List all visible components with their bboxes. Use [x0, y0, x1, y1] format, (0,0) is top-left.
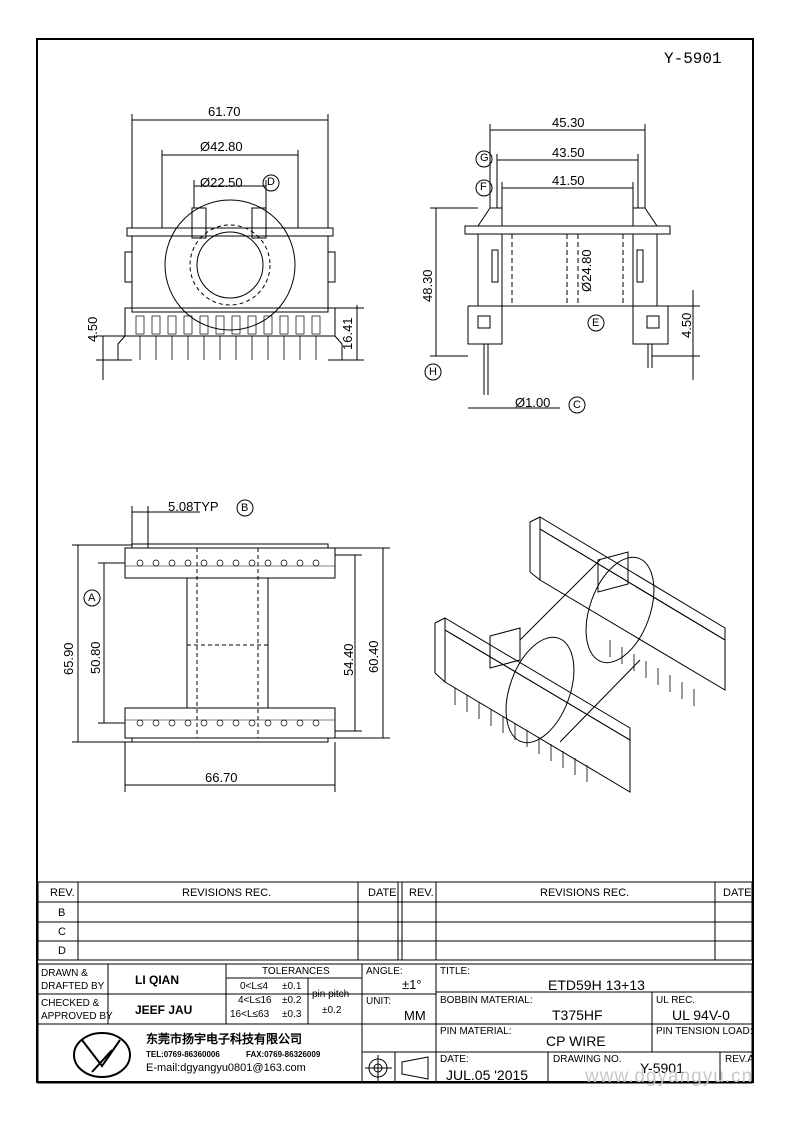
dim-side-core-dia: Ø24.80 [579, 249, 594, 292]
date-header-right: DATE [723, 887, 752, 899]
tol-row2: 4<L≤16 [238, 995, 272, 1006]
checked-value: JEEF JAU [135, 1003, 193, 1017]
unit-label: UNIT: [366, 996, 391, 1007]
rev-header-right: REV. [409, 887, 434, 899]
dim-bottom-right-total: 60.40 [366, 640, 381, 673]
checked-label: CHECKED & APPROVED BY [41, 998, 113, 1022]
tolerances-label: TOLERANCES [262, 966, 330, 977]
tol-row1: 0<L≤4 [240, 981, 269, 992]
pin-tension-label: PIN TENSION LOAD: [656, 1026, 753, 1037]
dim-front-dia-outer: Ø42.80 [200, 139, 243, 154]
company-fax: FAX:0769-86326009 [246, 1050, 321, 1059]
callout-g: G [480, 152, 489, 164]
watermark: www.dgyangyu.cn [585, 1066, 754, 1087]
side-view [424, 124, 700, 414]
rev-a-label: REV.A [725, 1054, 755, 1065]
callout-e: E [592, 317, 600, 329]
pin-material-value: CP WIRE [546, 1033, 606, 1049]
title-value: ETD59H 13+13 [548, 977, 645, 993]
drawing-no-value: Y-5901 [640, 1060, 684, 1076]
revision-table [37, 881, 753, 961]
dim-front-left-pin: 4.50 [85, 316, 100, 342]
ul-label: UL REC. [656, 995, 696, 1006]
dim-front-width: 61.70 [208, 104, 241, 119]
callout-a: A [88, 592, 96, 604]
date-value: JUL.05 '2015 [446, 1067, 529, 1083]
company-logo [73, 1032, 131, 1078]
company-email: E-mail:dgyangyu0801@163.com [146, 1062, 306, 1074]
title-label: TITLE: [440, 966, 471, 977]
dim-bottom-width: 66.70 [205, 770, 238, 785]
angle-value: ±1° [402, 977, 422, 992]
callout-b: B [241, 502, 249, 514]
dim-side-mid: 43.50 [552, 145, 585, 160]
drawing-no-label: DRAWING NO. [553, 1054, 622, 1065]
tol-row3: 16<L≤63 [230, 1009, 270, 1020]
company-tel: TEL:0769-86360006 [146, 1050, 220, 1059]
rev-row-b: B [58, 907, 66, 919]
dim-bottom-left-total: 65.90 [61, 642, 76, 675]
callout-c: C [573, 399, 581, 411]
dim-bottom-left-inner: 50.80 [88, 641, 103, 674]
callout-h: H [429, 366, 437, 378]
dim-front-dia-inner: Ø22.50 [200, 175, 243, 190]
rev-header-left: REV. [50, 887, 75, 899]
front-view [96, 114, 364, 380]
dim-side-pin-dia: Ø1.00 [515, 395, 551, 410]
isometric-view [434, 516, 726, 793]
dim-pin-pitch: 5.08TYP [168, 499, 219, 514]
pin-pitch-label: pin pitch [312, 989, 350, 1000]
tol-row2-val: ±0.2 [282, 995, 302, 1006]
dim-side-total: 45.30 [552, 115, 585, 130]
dim-front-right-height: 16.41 [340, 317, 355, 350]
rec-header-left: REVISIONS REC. [182, 887, 272, 899]
drawn-label: DRAWN & DRAFTED BY [41, 968, 105, 992]
dim-side-height: 48.30 [420, 269, 435, 302]
dim-side-pin-len: 4.50 [679, 312, 694, 338]
angle-label: ANGLE: [366, 966, 403, 977]
unit-value: MM [404, 1008, 426, 1023]
date-label: DATE: [440, 1054, 469, 1065]
tol-row1-val: ±0.1 [282, 981, 302, 992]
pin-material-label: PIN MATERIAL: [440, 1026, 512, 1037]
tol-row3-val: ±0.3 [282, 1009, 302, 1020]
ul-value: UL 94V-0 [672, 1007, 730, 1023]
bobbin-label: BOBBIN MATERIAL: [440, 995, 533, 1006]
bottom-view [72, 499, 390, 792]
pin-pitch-val: ±0.2 [322, 1005, 342, 1016]
rec-header-right: REVISIONS REC. [540, 887, 630, 899]
title-block [37, 963, 753, 1084]
callout-f: F [480, 181, 487, 193]
dim-bottom-right-inner: 54.40 [341, 643, 356, 676]
company-cn-name: 东莞市扬宇电子科技有限公司 [146, 1032, 303, 1046]
rev-row-d: D [58, 945, 66, 957]
rev-row-c: C [58, 926, 66, 938]
drawing-number: Y-5901 [664, 50, 722, 68]
dim-side-inner: 41.50 [552, 173, 585, 188]
date-header-left: DATE [368, 887, 397, 899]
bobbin-value: T375HF [552, 1007, 603, 1023]
drawn-value: LI QIAN [135, 973, 179, 987]
callout-d: D [267, 176, 275, 188]
